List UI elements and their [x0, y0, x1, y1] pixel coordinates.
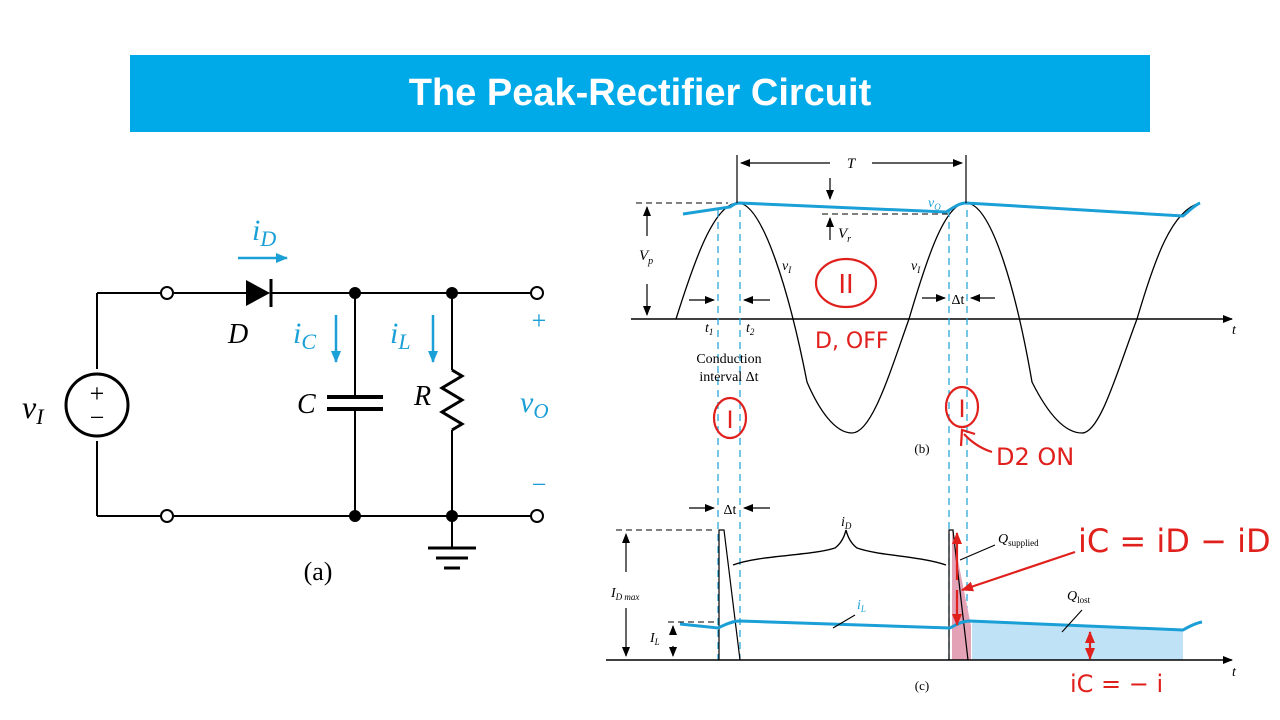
- capacitor-label: C: [297, 389, 316, 420]
- junction-dot: [446, 510, 458, 522]
- diode-current-pulse-2: [948, 529, 969, 661]
- graph-b-reference-lines: [636, 202, 950, 215]
- resistor-zigzag: [439, 368, 465, 432]
- title-bar: The Peak-Rectifier Circuit: [130, 55, 1150, 132]
- diode-current-label: iD: [252, 214, 276, 251]
- period-label: T: [847, 156, 857, 172]
- ic-arrow: [961, 550, 1076, 592]
- terminal: [160, 509, 174, 523]
- delta-t-label-c: Δt: [724, 503, 737, 518]
- terminal: [160, 286, 174, 300]
- caption-a: (a): [304, 557, 333, 586]
- voltage-source: [64, 372, 130, 438]
- load-current-trace: [679, 619, 1203, 632]
- region-1b-label: I: [958, 395, 965, 423]
- conduction-caption-2: interval Δt: [699, 370, 758, 385]
- region-2-circle: [814, 257, 878, 309]
- vi-label-1: vI: [782, 259, 792, 275]
- circuit-diagram: [64, 286, 544, 570]
- handwritten-annotations: [712, 257, 1095, 660]
- source-plus: +: [90, 379, 105, 408]
- q-lost-leader: [1061, 609, 1083, 633]
- period-marker: [736, 155, 967, 203]
- idmax-label: ID max: [610, 586, 639, 602]
- delta-t-label-b: Δt: [952, 293, 965, 308]
- region-1b-circle: [944, 385, 980, 429]
- region-1a-circle: [712, 396, 748, 440]
- region-1a-label: I: [726, 406, 733, 434]
- ic-negative-label: iC = − i: [1070, 670, 1163, 698]
- il-level-label: IL: [649, 631, 660, 647]
- source-label: vI: [22, 389, 45, 429]
- q-supplied-leader: [959, 544, 996, 561]
- cap-current-label: iC: [293, 317, 316, 354]
- q-lost-label: Qlost: [1067, 589, 1091, 605]
- load-current-label: iL: [390, 317, 411, 354]
- junction-dot: [446, 287, 458, 299]
- q-supplied-label: Qsupplied: [998, 532, 1039, 548]
- source-minus: −: [90, 403, 105, 432]
- t-axis-label-c: t: [1232, 665, 1237, 680]
- id-brace: [732, 529, 947, 566]
- diode-current-pulse-1: [718, 529, 741, 661]
- output-label: vO: [520, 386, 549, 423]
- id-label: iD: [841, 515, 852, 531]
- vr-label: Vr: [838, 226, 851, 245]
- caption-b: (b): [914, 441, 929, 456]
- output-minus: −: [532, 470, 547, 499]
- input-sine-wave: [675, 202, 1201, 434]
- junction-dot: [349, 287, 361, 299]
- output-voltage-trace: [682, 201, 1201, 218]
- caption-c: (c): [915, 678, 929, 693]
- d1-off-label: D, OFF: [815, 329, 889, 354]
- terminal: [530, 286, 544, 300]
- d2-pointer-head: [959, 428, 976, 447]
- vp-label: Vp: [639, 248, 653, 267]
- d2-pointer: [963, 433, 993, 454]
- il-leader: [832, 614, 856, 629]
- t2-label: t2: [746, 321, 755, 337]
- t-axis-label-b: t: [1232, 323, 1237, 338]
- terminal: [530, 509, 544, 523]
- ic-equation-label: iC = iD − iD: [1078, 522, 1271, 560]
- vo-label: vO: [928, 196, 941, 212]
- t1-label: t1: [705, 321, 713, 337]
- diode-symbol: [246, 279, 273, 307]
- output-plus: +: [532, 306, 547, 335]
- graph-c-reference-lines: [616, 529, 716, 623]
- qlost-shaded-area: [972, 622, 1183, 660]
- junction-dot: [349, 510, 361, 522]
- d2-on-label: D2 ON: [996, 443, 1074, 471]
- il-label: iL: [857, 598, 866, 614]
- diode-label: D: [227, 319, 248, 350]
- conduction-caption-1: Conduction: [696, 352, 761, 367]
- page-title: The Peak-Rectifier Circuit: [408, 72, 872, 114]
- region-2-label: II: [838, 270, 853, 300]
- resistor-label: R: [413, 381, 431, 412]
- vi-label-2: vI: [911, 259, 921, 275]
